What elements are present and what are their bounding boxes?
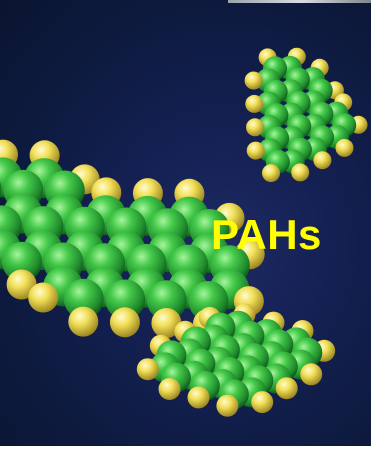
hydrogen-atom xyxy=(246,118,264,137)
hydrogen-atom xyxy=(245,94,264,113)
carbon-atom xyxy=(105,279,146,320)
hydrogen-atom xyxy=(246,141,265,160)
hydrogen-atom xyxy=(68,306,99,337)
hydrogen-atom xyxy=(28,282,59,313)
hydrogen-atom xyxy=(313,151,332,170)
carbon-atom xyxy=(188,281,229,321)
hydrogen-atom xyxy=(6,269,37,300)
carbon-atom xyxy=(63,278,104,319)
right-border xyxy=(371,0,374,450)
hydrogen-atom xyxy=(109,307,140,338)
carbon-atom xyxy=(2,241,42,282)
hydrogen-atom xyxy=(216,394,239,417)
upper-right-molecule xyxy=(244,47,368,183)
pahs-label: PAHs xyxy=(211,211,322,258)
hydrogen-atom xyxy=(187,386,210,409)
hydrogen-atom xyxy=(158,378,181,400)
lower-molecule xyxy=(136,303,336,417)
hydrogen-atom xyxy=(244,71,263,90)
carbon-atom xyxy=(0,181,2,197)
bottom-border xyxy=(0,446,374,450)
hydrogen-atom xyxy=(275,377,298,400)
hydrogen-atom xyxy=(291,163,310,182)
hydrogen-atom xyxy=(136,358,159,381)
large-polycyclic-molecule xyxy=(0,139,265,339)
corner-photo-strip xyxy=(228,0,374,3)
hydrogen-atom xyxy=(300,363,323,386)
hydrogen-atom xyxy=(335,138,354,157)
hydrogen-atom xyxy=(262,164,280,183)
hydrogen-atom xyxy=(151,308,182,338)
carbon-atom xyxy=(146,280,187,321)
hydrogen-atom xyxy=(251,391,274,414)
